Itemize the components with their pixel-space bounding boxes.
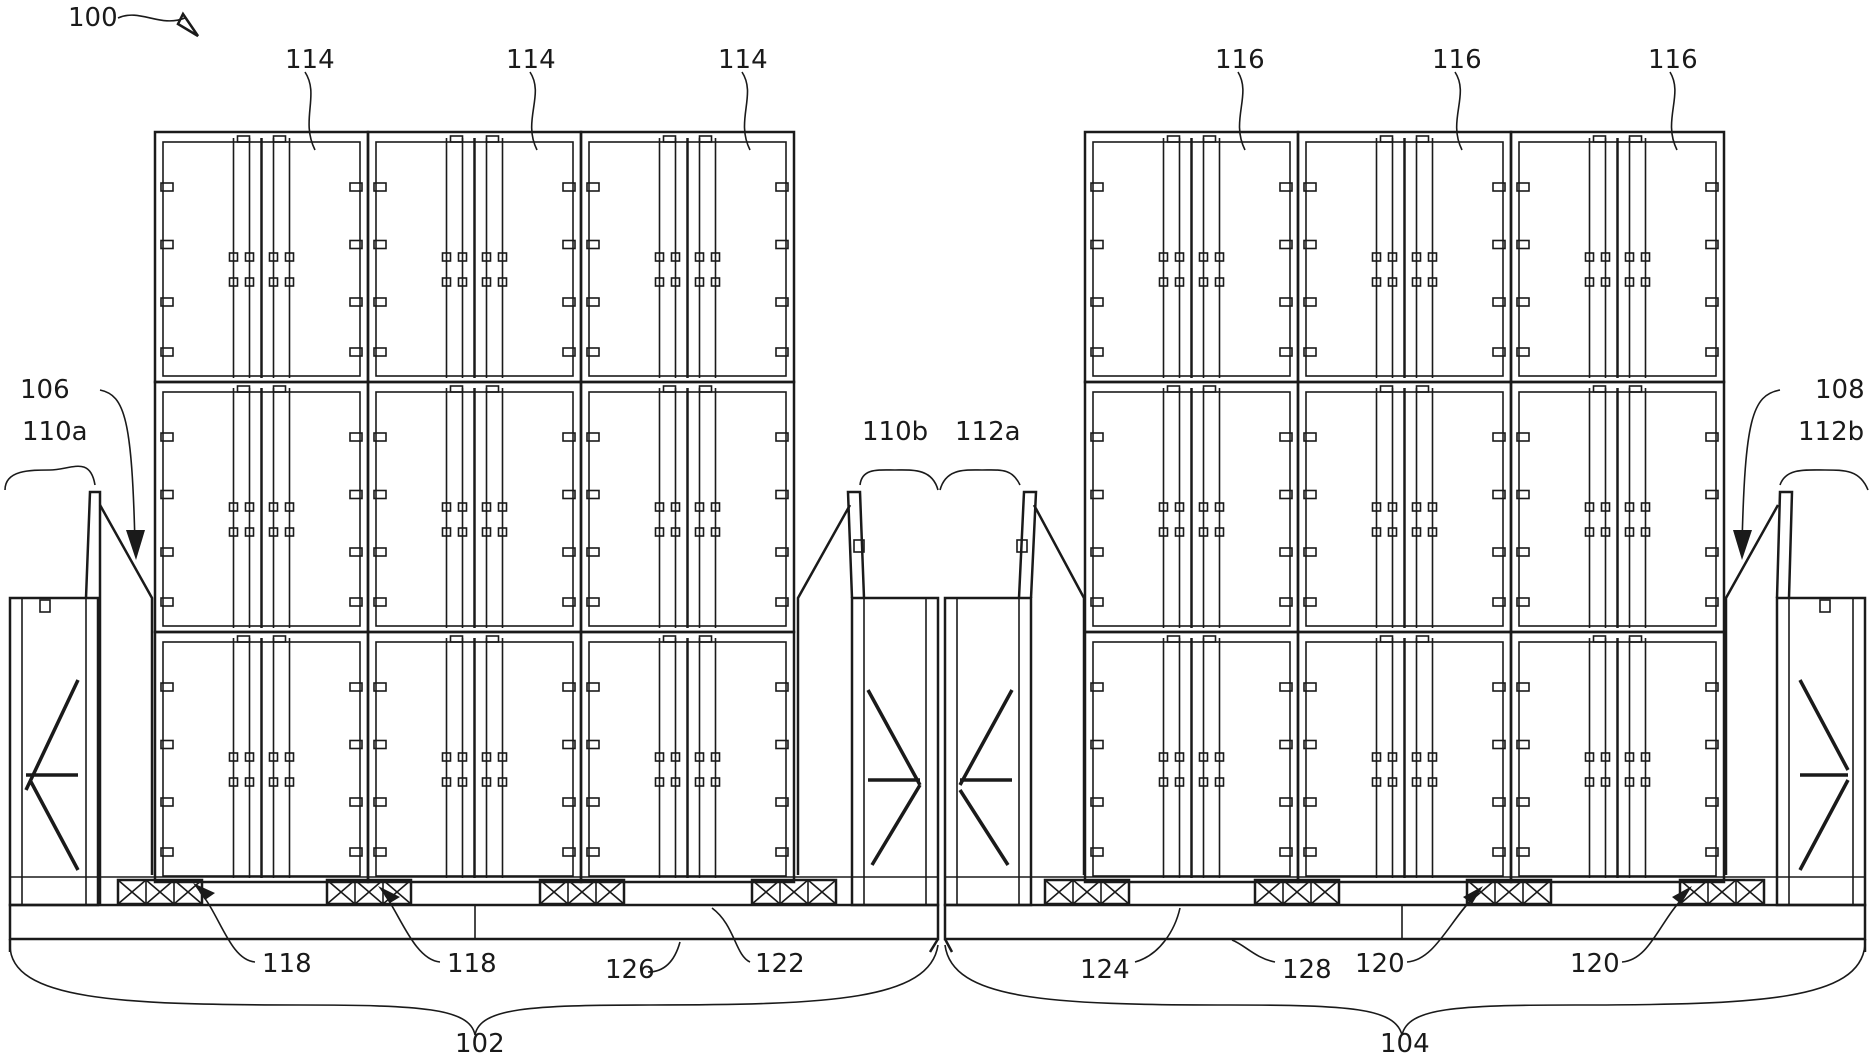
label-128: 128 [1282, 955, 1332, 985]
shipping-container [366, 130, 583, 384]
shipping-container [1509, 130, 1726, 384]
label-124: 124 [1080, 955, 1130, 985]
shipping-container [1083, 130, 1300, 384]
base-block [750, 878, 838, 906]
shipping-container [579, 130, 796, 384]
label-108: 108 [1815, 375, 1865, 405]
base-blocks [116, 878, 1766, 906]
label-120-b: 120 [1570, 949, 1620, 979]
label-102: 102 [455, 1029, 505, 1057]
annotations [4, 11, 1869, 1036]
label-126: 126 [605, 955, 655, 985]
shipping-container [366, 380, 583, 634]
shipping-container [579, 630, 796, 884]
shipping-container [1509, 380, 1726, 634]
shipping-container [1509, 630, 1726, 884]
base-block [1465, 878, 1553, 906]
base-block [1253, 878, 1341, 906]
shipping-container [153, 380, 370, 634]
base-block [325, 878, 413, 906]
lashing-tower-left-inner [796, 490, 940, 907]
label-110b: 110b [862, 417, 928, 447]
base-block [1678, 878, 1766, 906]
shipping-container [1296, 630, 1513, 884]
label-110a: 110a [22, 417, 88, 447]
label-112b: 112b [1798, 417, 1864, 447]
label-112a: 112a [955, 417, 1021, 447]
shipping-container [1296, 130, 1513, 384]
container-stack-left [153, 130, 796, 884]
label-120-a: 120 [1355, 949, 1405, 979]
base-block [116, 878, 204, 906]
lashing-tower-left-outer [8, 490, 154, 907]
base-block [1043, 878, 1131, 906]
shipping-container [1083, 380, 1300, 634]
shipping-container [153, 130, 370, 384]
label-104: 104 [1380, 1029, 1430, 1057]
shipping-container [1083, 630, 1300, 884]
lashing-tower-right-inner [943, 490, 1086, 907]
label-100: 100 [68, 3, 118, 33]
base-block [538, 878, 626, 906]
shipping-container [366, 630, 583, 884]
lashing-tower-right-outer [1724, 490, 1867, 907]
shipping-container [1296, 380, 1513, 634]
label-116-1: 116 [1215, 45, 1265, 75]
container-stack-right [1083, 130, 1726, 884]
label-114-3: 114 [718, 45, 768, 75]
reference-labels: 100 114 114 114 116 116 116 106 108 110a… [20, 3, 1865, 1057]
label-114-2: 114 [506, 45, 556, 75]
label-116-3: 116 [1648, 45, 1698, 75]
label-122: 122 [755, 949, 805, 979]
shipping-container [153, 630, 370, 884]
label-116-2: 116 [1432, 45, 1482, 75]
label-118-b: 118 [447, 949, 497, 979]
label-106: 106 [20, 375, 70, 405]
label-114-1: 114 [285, 45, 335, 75]
label-118-a: 118 [262, 949, 312, 979]
shipping-container [579, 380, 796, 634]
